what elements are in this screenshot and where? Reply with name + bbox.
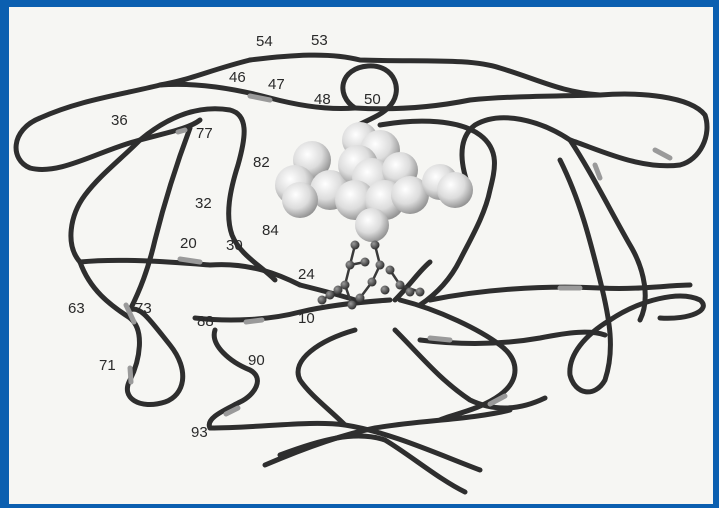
residue-label-24: 24 (298, 266, 315, 283)
residue-label-54: 54 (256, 33, 273, 50)
residue-label-10: 10 (298, 310, 315, 327)
residue-label-77: 77 (196, 125, 213, 142)
residue-label-88: 88 (197, 313, 214, 330)
residue-label-63: 63 (68, 300, 85, 317)
residue-label-47: 47 (268, 76, 285, 93)
residue-label-46: 46 (229, 69, 246, 86)
residue-label-36: 36 (111, 112, 128, 129)
residue-label-32: 32 (195, 195, 212, 212)
residue-label-30: 30 (226, 237, 243, 254)
residue-label-71: 71 (99, 357, 116, 374)
residue-label-73: 73 (135, 300, 152, 317)
residue-label-90: 90 (248, 352, 265, 369)
residue-label-84: 84 (262, 222, 279, 239)
residue-label-93: 93 (191, 424, 208, 441)
residue-label-50: 50 (364, 91, 381, 108)
residue-label-82: 82 (253, 154, 270, 171)
ligand-spacefill (275, 122, 473, 242)
residue-label-48: 48 (314, 91, 331, 108)
residue-label-53: 53 (311, 32, 328, 49)
residue-label-20: 20 (180, 235, 197, 252)
